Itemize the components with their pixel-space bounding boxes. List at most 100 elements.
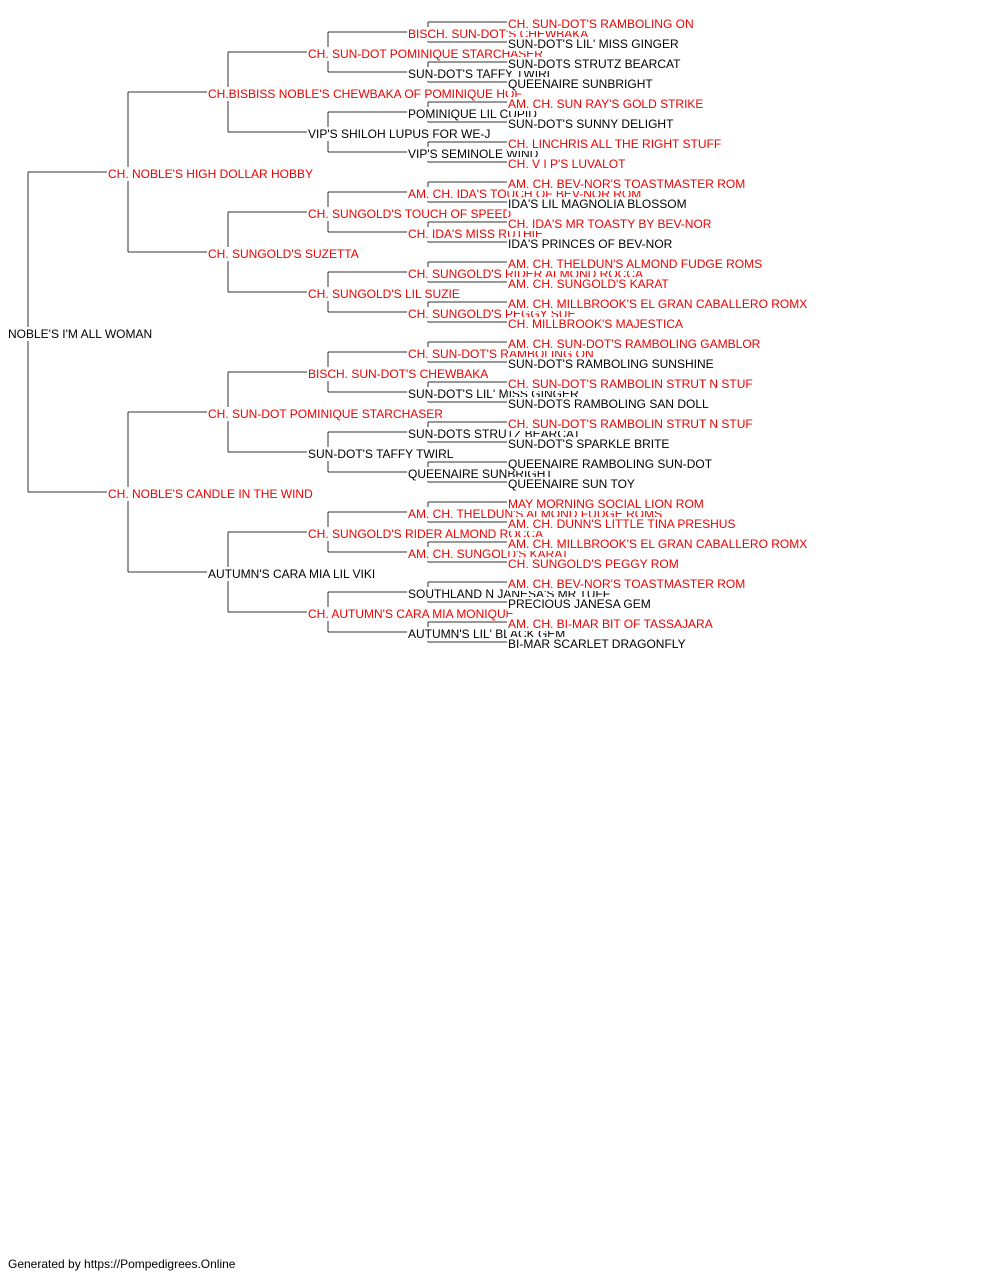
ancestor-name: AM. CH. BI-MAR BIT OF TASSAJARA	[508, 617, 713, 631]
ancestor-name: AM. CH. SUNGOLD'S KARAT	[508, 277, 669, 291]
label-background	[307, 367, 490, 381]
label-background	[307, 607, 515, 621]
ancestor-name: IDA'S PRINCES OF BEV-NOR	[508, 237, 673, 251]
label-background	[507, 117, 676, 131]
label-background	[307, 47, 545, 61]
label-background	[207, 407, 445, 421]
label-background	[507, 57, 683, 71]
ancestor-name: CH. SUNGOLD'S LIL SUZIE	[308, 287, 460, 301]
ancestor-name: QUEENAIRE SUNBRIGHT	[508, 77, 653, 91]
ancestor-name: CH. IDA'S MR TOASTY BY BEV-NOR	[508, 217, 712, 231]
ancestor-name: SUN-DOTS RAMBOLING SAN DOLL	[508, 397, 709, 411]
ancestor-name: VIP'S SHILOH LUPUS FOR WE-J	[308, 127, 490, 141]
label-background	[507, 617, 714, 631]
label-background	[507, 197, 688, 211]
label-background	[407, 147, 540, 161]
ancestor-name: BISCH. SUN-DOT'S CHEWBAKA	[308, 367, 488, 381]
ancestor-name: POMINIQUE LIL CUPID	[408, 107, 537, 121]
ancestor-name: CH. SUNGOLD'S RIDER ALMOND ROCCA	[308, 527, 543, 541]
ancestor-name: CH.BISBISS NOBLE'S CHEWBAKA OF POMINIQUE…	[208, 87, 522, 101]
ancestor-name: QUEENAIRE SUN TOY	[508, 477, 635, 491]
label-background	[207, 87, 523, 101]
label-background	[507, 217, 713, 231]
ancestor-name: AM. CH. SUN-DOT'S RAMBOLING GAMBLOR	[508, 337, 761, 351]
label-background	[507, 457, 714, 471]
ancestor-name: CH. V I P'S LUVALOT	[508, 157, 626, 171]
label-background	[507, 597, 652, 611]
ancestor-name: CH. SUN-DOT'S RAMBOLIN STRUT N STUF	[508, 377, 753, 391]
ancestor-name: SUN-DOT'S SPARKLE BRITE	[508, 437, 669, 451]
ancestor-name: CH. NOBLE'S HIGH DOLLAR HOBBY	[108, 167, 313, 181]
label-background	[507, 297, 809, 311]
label-background	[507, 97, 705, 111]
label-background	[507, 557, 680, 571]
label-background	[107, 167, 315, 181]
ancestor-name: AM. CH. DUNN'S LITTLE TINA PRESHUS	[508, 517, 735, 531]
ancestor-name: QUEENAIRE RAMBOLING SUN-DOT	[508, 457, 713, 471]
ancestor-name: SUN-DOTS STRUTZ BEARCAT	[508, 57, 681, 71]
ancestor-name: CH. MILLBROOK'S MAJESTICA	[508, 317, 683, 331]
label-background	[507, 497, 705, 511]
label-background	[307, 527, 544, 541]
ancestor-name: PRECIOUS JANESA GEM	[508, 597, 651, 611]
label-background	[507, 277, 671, 291]
label-background	[507, 537, 809, 551]
ancestor-name: AM. CH. BEV-NOR'S TOASTMASTER ROM	[508, 177, 745, 191]
ancestor-name: CH. NOBLE'S CANDLE IN THE WIND	[108, 487, 313, 501]
ancestor-name: CH. AUTUMN'S CARA MIA MONIQUE	[308, 607, 514, 621]
ancestor-name: AM. CH. MILLBROOK'S EL GRAN CABALLERO RO…	[508, 537, 807, 551]
label-background	[507, 377, 754, 391]
ancestor-name: AM. CH. THELDUN'S ALMOND FUDGE ROMS	[508, 257, 762, 271]
ancestor-name: AM. CH. SUN RAY'S GOLD STRIKE	[508, 97, 703, 111]
label-background	[407, 107, 539, 121]
ancestor-name: SUN-DOT'S TAFFY TWIRL	[308, 447, 454, 461]
label-background	[207, 247, 360, 261]
label-background	[507, 177, 747, 191]
ancestor-name: AUTUMN'S CARA MIA LIL VIKI	[208, 567, 375, 581]
ancestor-name: AM. CH. MILLBROOK'S EL GRAN CABALLERO RO…	[508, 297, 807, 311]
label-background	[307, 207, 513, 221]
label-background	[507, 397, 711, 411]
ancestor-name: SUN-DOT'S LIL' MISS GINGER	[508, 37, 679, 51]
label-background	[507, 17, 695, 31]
label-background	[507, 157, 628, 171]
subject-name: NOBLE'S I'M ALL WOMAN	[8, 327, 152, 341]
label-background	[507, 237, 674, 251]
ancestor-name: CH. SUNGOLD'S TOUCH OF SPEED	[308, 207, 512, 221]
ancestor-name: CH. SUN-DOT POMINIQUE STARCHASER	[308, 47, 543, 61]
label-background	[307, 447, 455, 461]
ancestor-name: CH. SUN-DOT'S RAMBOLIN STRUT N STUF	[508, 417, 753, 431]
ancestor-name: SUN-DOT'S SUNNY DELIGHT	[508, 117, 674, 131]
ancestor-name: BI-MAR SCARLET DRAGONFLY	[508, 637, 686, 651]
label-background	[507, 417, 754, 431]
ancestor-name: MAY MORNING SOCIAL LION ROM	[508, 497, 704, 511]
label-background	[507, 137, 723, 151]
ancestor-name: CH. SUNGOLD'S SUZETTA	[208, 247, 359, 261]
label-background	[507, 437, 671, 451]
label-background	[507, 77, 655, 91]
label-background	[507, 337, 762, 351]
label-background	[507, 317, 684, 331]
label-background	[307, 287, 461, 301]
label-background	[507, 517, 737, 531]
ancestor-name: IDA'S LIL MAGNOLIA BLOSSOM	[508, 197, 687, 211]
label-background	[507, 257, 764, 271]
ancestor-name: VIP'S SEMINOLE WIND	[408, 147, 539, 161]
ancestor-name: AM. CH. BEV-NOR'S TOASTMASTER ROM	[508, 577, 745, 591]
label-background	[307, 127, 492, 141]
label-background	[107, 487, 315, 501]
label-background	[507, 637, 687, 651]
ancestor-name: CH. SUNGOLD'S PEGGY ROM	[508, 557, 679, 571]
label-background	[507, 577, 747, 591]
footer-credit: Generated by https://Pompedigrees.Online	[8, 1257, 236, 1271]
label-background	[7, 327, 154, 341]
ancestor-name: CH. SUN-DOT POMINIQUE STARCHASER	[208, 407, 443, 421]
label-background	[507, 477, 636, 491]
ancestor-name: SUN-DOT'S RAMBOLING SUNSHINE	[508, 357, 714, 371]
ancestor-name: CH. LINCHRIS ALL THE RIGHT STUFF	[508, 137, 721, 151]
ancestor-name: CH. SUN-DOT'S RAMBOLING ON	[508, 17, 694, 31]
label-background	[207, 567, 377, 581]
label-background	[507, 357, 715, 371]
label-background	[507, 37, 680, 51]
